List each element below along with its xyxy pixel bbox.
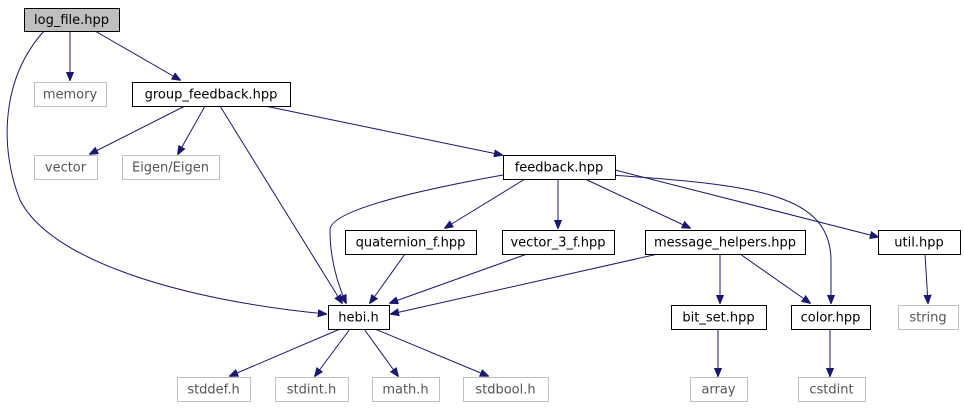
node-box [372, 377, 440, 402]
node-group-feedback[interactable]: group_feedback.hpp [132, 82, 291, 107]
node-label: vector_3_f.hpp [510, 236, 605, 251]
node-stdint: stdint.h [275, 377, 349, 402]
node-string: string [898, 305, 959, 330]
node-util[interactable]: util.hpp [878, 230, 961, 255]
node-label: color.hpp [801, 311, 861, 326]
edge-group-feedback-to-eigen [178, 105, 206, 154]
node-box [798, 377, 866, 402]
edge-feedback-to-util [614, 169, 878, 237]
edge-message-helpers-to-hebi-h [391, 253, 659, 314]
node-vector-3-f[interactable]: vector_3_f.hpp [502, 230, 615, 255]
edge-group-feedback-to-feedback [264, 105, 502, 155]
node-hebi-h[interactable]: hebi.h [328, 305, 390, 330]
node-eigen: Eigen/Eigen [122, 155, 220, 180]
node-bit-set[interactable]: bit_set.hpp [671, 305, 767, 330]
node-label: message_helpers.hpp [654, 236, 796, 251]
edge-message-helpers-to-color [739, 253, 810, 303]
node-label: stdint.h [287, 383, 336, 398]
edge-hebi-h-to-stdint [315, 328, 351, 376]
node-label: array [701, 383, 735, 398]
node-label: Eigen/Eigen [132, 161, 209, 176]
edge-log-file-to-hebi-h [6, 30, 326, 314]
node-box [463, 377, 549, 402]
edges-layer [6, 30, 928, 376]
node-label: cstdint [809, 383, 853, 398]
edge-feedback-to-message-helpers [584, 178, 690, 228]
node-label: hebi.h [338, 311, 378, 326]
node-label: quaternion_f.hpp [356, 236, 466, 251]
node-feedback[interactable]: feedback.hpp [503, 155, 616, 180]
node-cstdint: cstdint [798, 377, 866, 402]
node-message-helpers[interactable]: message_helpers.hpp [645, 230, 806, 255]
edge-vector-3-f-to-hebi-h [390, 253, 528, 303]
node-color[interactable]: color.hpp [791, 305, 871, 330]
edge-hebi-h-to-math [363, 328, 398, 376]
edge-feedback-to-hebi-h [329, 174, 504, 303]
node-label: stdbool.h [475, 383, 535, 398]
node-box [878, 230, 961, 255]
node-label: group_feedback.hpp [145, 88, 278, 103]
node-box [122, 155, 220, 180]
edge-group-feedback-to-hebi-h [219, 105, 342, 303]
node-box [275, 377, 349, 402]
node-box [671, 305, 767, 330]
node-label: util.hpp [894, 236, 943, 251]
node-stdbool: stdbool.h [463, 377, 549, 402]
node-box [24, 8, 120, 32]
node-label: bit_set.hpp [682, 311, 754, 326]
node-box [34, 155, 98, 180]
node-box [345, 230, 477, 255]
node-array: array [690, 377, 748, 402]
node-box [132, 82, 291, 107]
node-label: feedback.hpp [515, 161, 604, 176]
node-log-file[interactable]: log_file.hpp [24, 8, 120, 32]
edge-util-to-string [925, 253, 928, 303]
node-box [898, 305, 959, 330]
node-label: math.h [382, 383, 428, 398]
node-box [503, 155, 616, 180]
node-box [645, 230, 806, 255]
edge-hebi-h-to-stdbool [374, 328, 488, 376]
edge-hebi-h-to-stddef [230, 328, 341, 376]
node-label: vector [45, 161, 87, 176]
edge-group-feedback-to-vector [90, 105, 186, 154]
node-math: math.h [372, 377, 440, 402]
node-stddef: stddef.h [177, 377, 251, 402]
node-label: log_file.hpp [34, 13, 109, 28]
node-box [791, 305, 871, 330]
node-box [34, 82, 107, 107]
edge-feedback-to-color [609, 174, 831, 303]
edge-feedback-to-quaternion-f [445, 178, 526, 228]
node-label: stddef.h [187, 383, 239, 398]
node-label: memory [43, 88, 98, 103]
node-label: string [909, 311, 946, 326]
node-box [502, 230, 615, 255]
node-box [328, 305, 390, 330]
node-vector: vector [34, 155, 98, 180]
edge-log-file-to-group-feedback [94, 30, 180, 80]
node-box [690, 377, 748, 402]
node-memory: memory [34, 82, 107, 107]
node-quaternion-f[interactable]: quaternion_f.hpp [345, 230, 477, 255]
edge-quaternion-f-to-hebi-h [370, 253, 406, 303]
node-box [177, 377, 251, 402]
